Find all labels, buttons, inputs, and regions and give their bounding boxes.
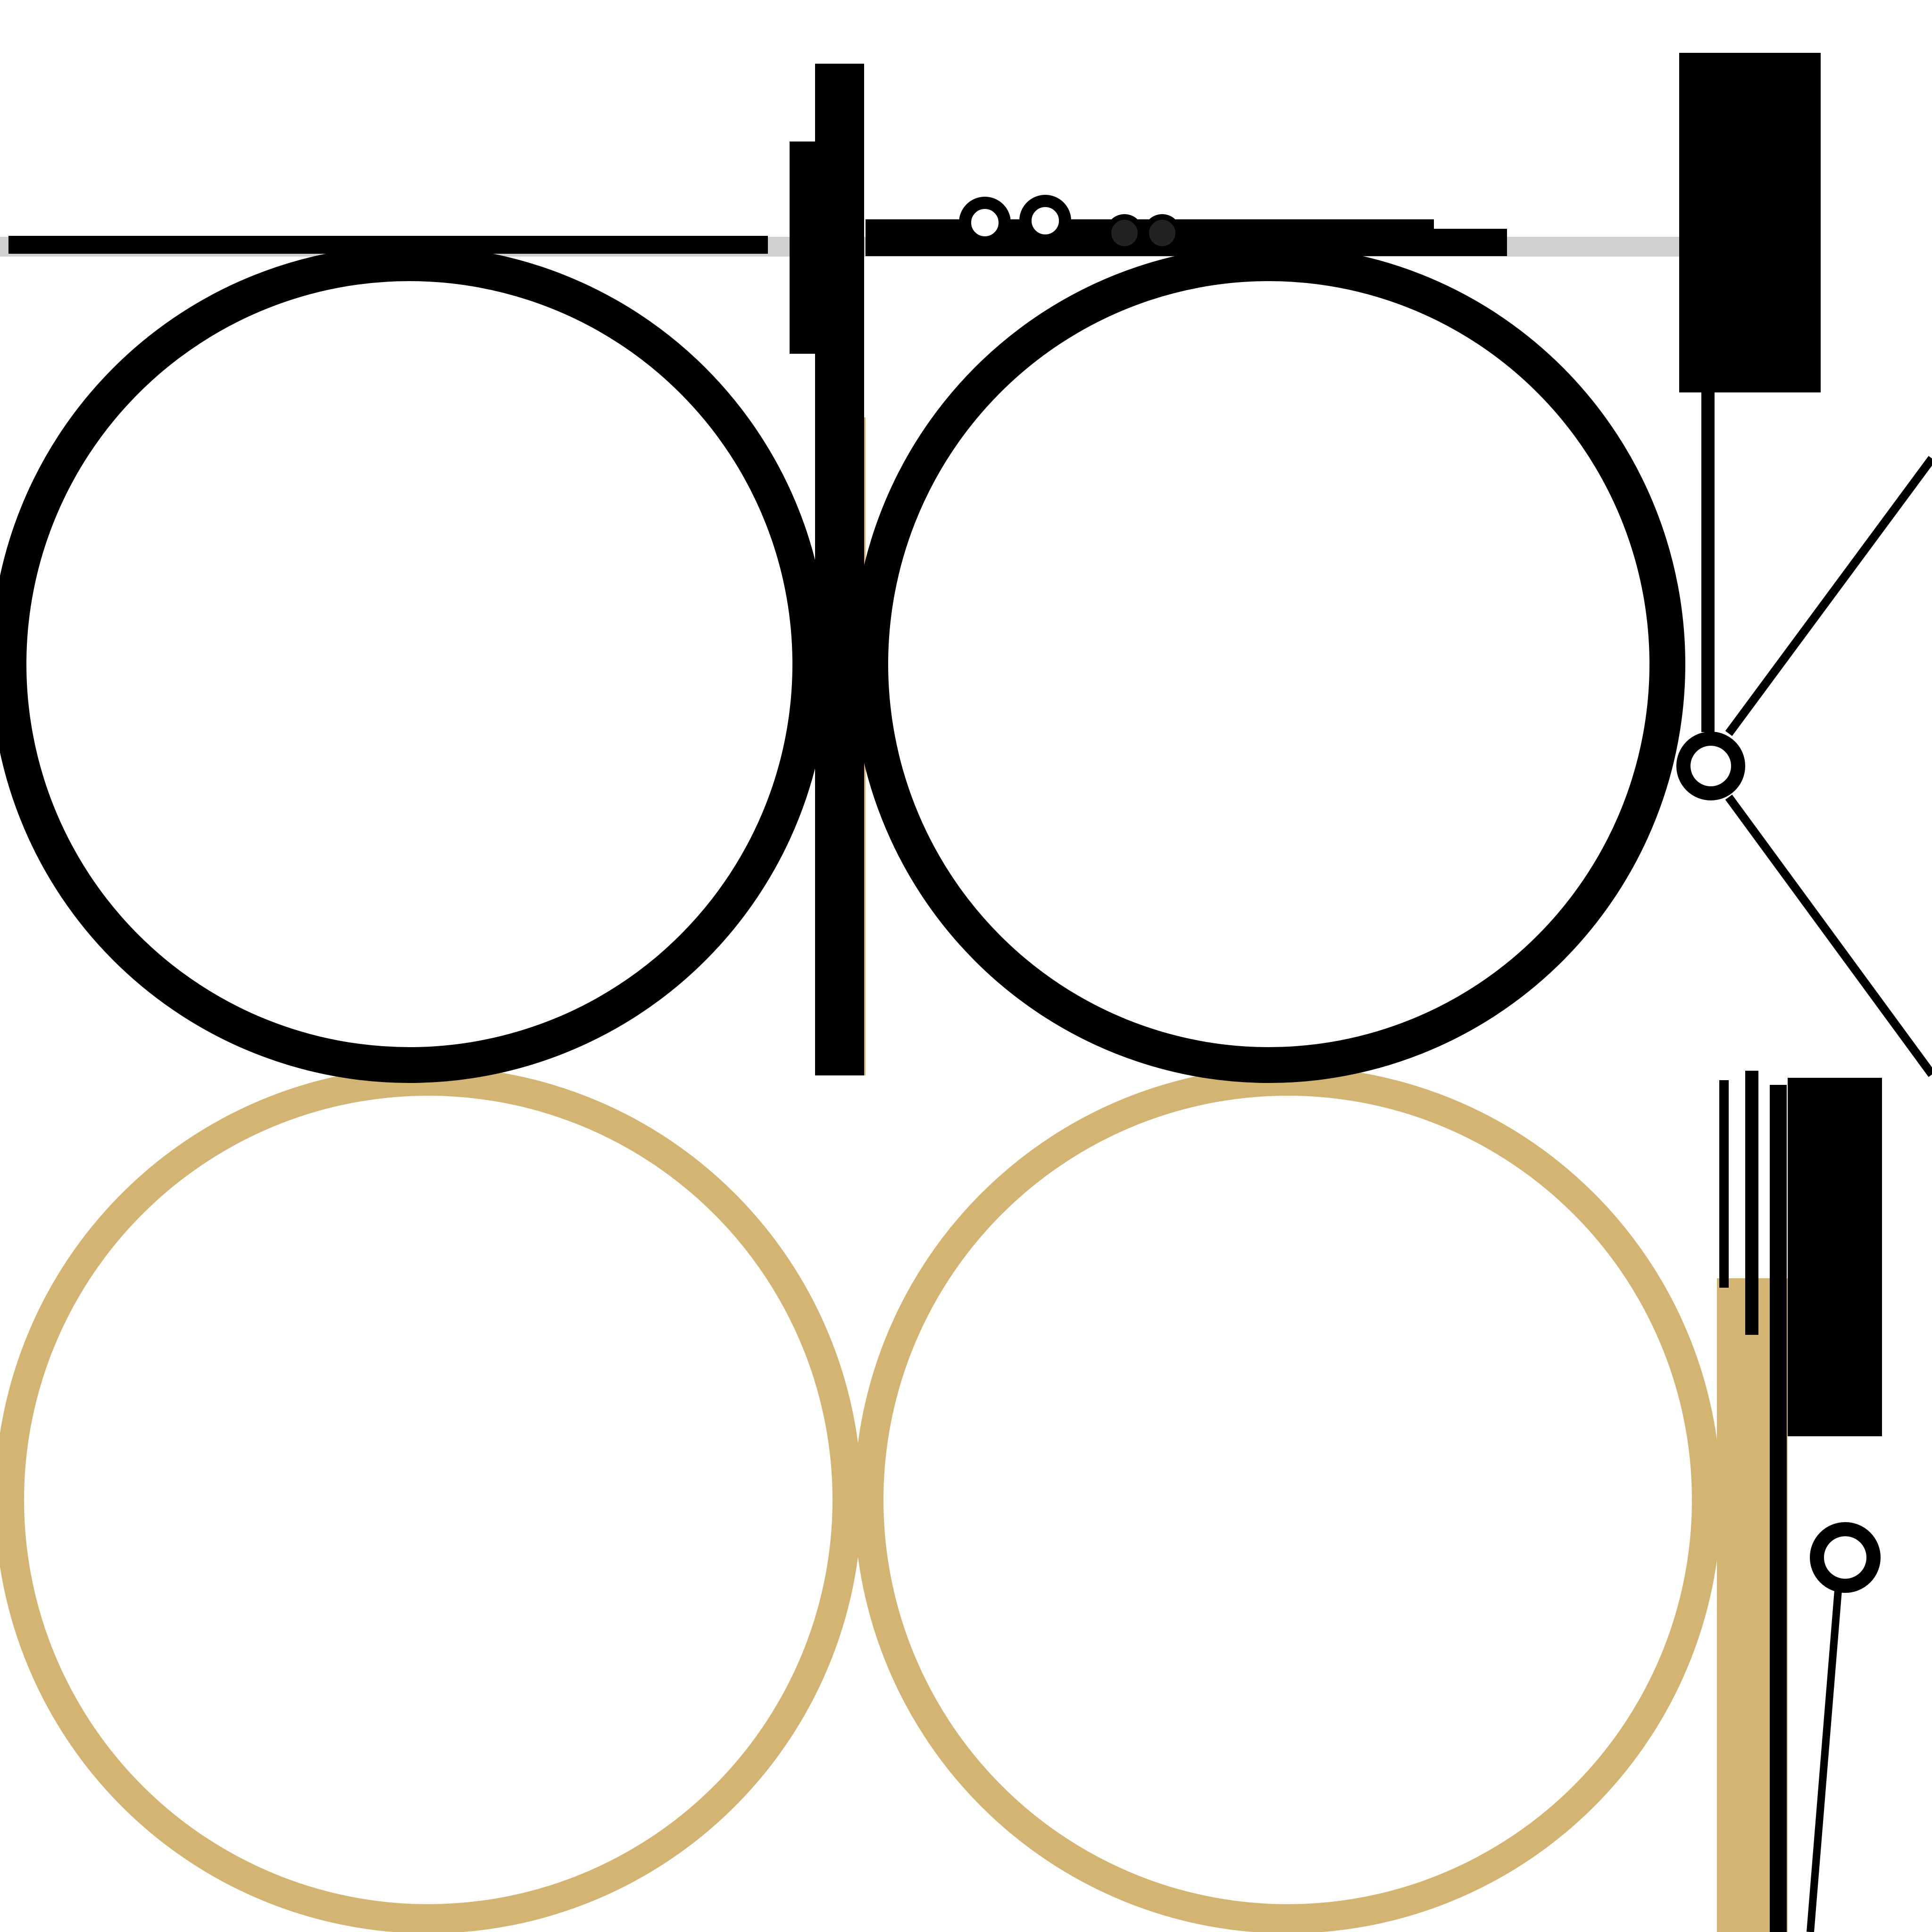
lower-right-thin-post-1 [1719,1080,1729,1288]
top-right-block [1679,53,1821,392]
top-rail-right [1434,229,1507,256]
right-hinge-knob [1676,732,1745,800]
small-ring-1 [959,197,1011,249]
lower-left-ring [0,1066,862,1932]
right-thin-post [1701,391,1715,732]
fold-leg-upper [1725,456,1932,736]
upper-left-ring [0,245,828,1083]
dark-dot-1 [1106,214,1143,252]
lower-leg [1807,1584,1842,1932]
lower-right-ring [854,1066,1721,1932]
lower-right-thin-post-2 [1745,1071,1758,1335]
dark-dot-2 [1143,214,1181,252]
fold-leg-lower [1725,794,1932,1077]
lower-hinge-knob [1810,1522,1881,1593]
lower-right-thin-post-3 [1770,1085,1787,1932]
upper-right-ring [852,245,1685,1083]
center-post-collar [790,142,824,354]
lower-right-block [1788,1078,1882,1436]
small-ring-2 [1019,195,1071,247]
